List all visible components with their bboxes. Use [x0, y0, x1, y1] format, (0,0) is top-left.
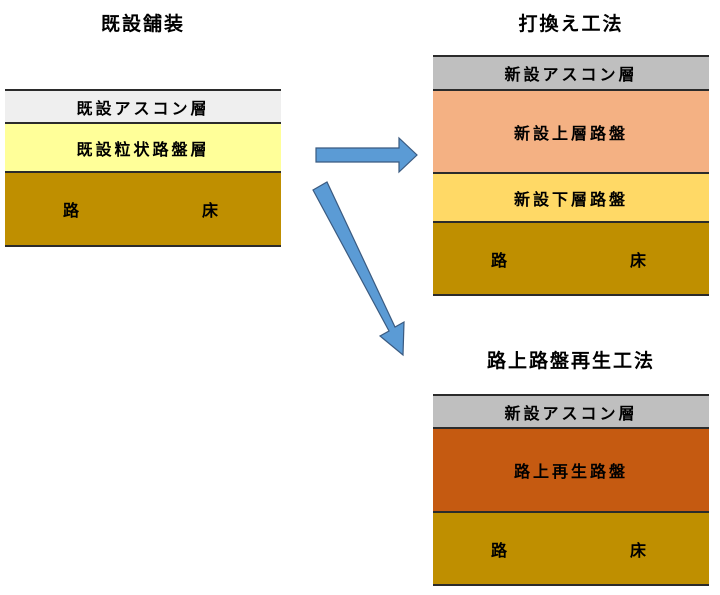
subgrade-label-right: 床 — [201, 201, 221, 220]
subgrade-layer: 路 床 — [433, 221, 709, 296]
new-upper-base-layer: 新設上層路盤 — [433, 89, 709, 172]
new-lower-base-layer: 新設下層路盤 — [433, 172, 709, 221]
layer-label: 既設粒状路盤層 — [76, 139, 210, 159]
layer-label: 新設上層路盤 — [513, 123, 628, 143]
subgrade-label-left: 路 — [491, 540, 511, 560]
subgrade-label-left: 路 — [63, 201, 83, 220]
subgrade-label-right: 床 — [629, 250, 649, 270]
subgrade-layer: 路 床 — [5, 171, 281, 247]
new-asphalt-layer: 新設アスコン層 — [433, 55, 709, 89]
subgrade-layer: 路 床 — [433, 511, 709, 586]
subgrade-label-right: 床 — [629, 540, 649, 560]
layer-label: 新設アスコン層 — [504, 403, 638, 423]
recycled-base-layer: 路上再生路盤 — [433, 427, 709, 511]
recycling-method-stack: 新設アスコン層 路上再生路盤 路 床 — [433, 394, 709, 586]
existing-granular-base-layer: 既設粒状路盤層 — [5, 122, 281, 171]
existing-pavement-stack: 既設アスコン層 既設粒状路盤層 路 床 — [5, 89, 281, 247]
layer-label: 新設アスコン層 — [504, 65, 638, 84]
layer-label: 新設下層路盤 — [513, 189, 628, 209]
replacement-method-title: 打換え工法 — [518, 13, 624, 35]
existing-asphalt-layer: 既設アスコン層 — [5, 89, 281, 122]
replacement-method-stack: 新設アスコン層 新設上層路盤 新設下層路盤 路 床 — [433, 55, 709, 296]
existing-pavement-title: 既設舗装 — [100, 13, 185, 35]
arrow-down-right-icon — [312, 181, 405, 357]
arrow-right-icon — [315, 136, 418, 174]
new-asphalt-layer: 新設アスコン層 — [433, 394, 709, 427]
layer-label: 既設アスコン層 — [76, 98, 210, 118]
layer-label: 路上再生路盤 — [513, 462, 628, 481]
recycling-method-title: 路上路盤再生工法 — [486, 350, 655, 372]
subgrade-label-left: 路 — [491, 250, 511, 270]
